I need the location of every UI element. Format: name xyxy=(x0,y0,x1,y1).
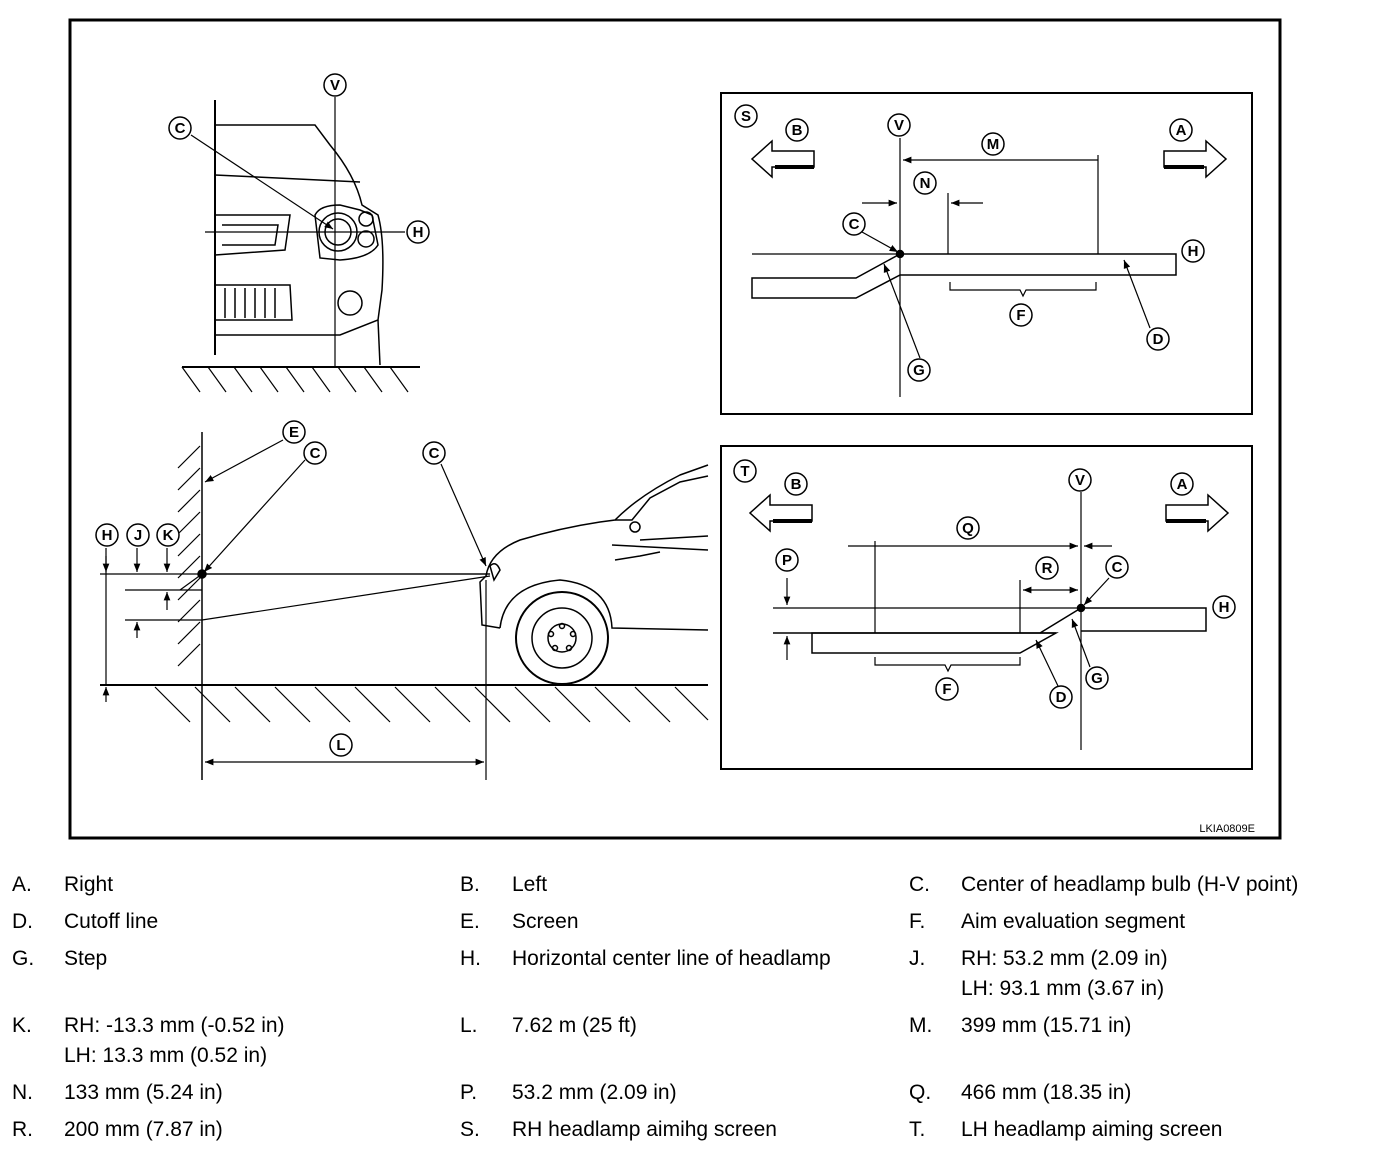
legend-text: 399 mm (15.71 in) xyxy=(961,1014,1132,1037)
label-c: C xyxy=(310,445,321,462)
legend-text: Cutoff line xyxy=(64,910,159,933)
label-p: P xyxy=(782,552,792,569)
label-s: S xyxy=(741,108,751,125)
headlamp-aiming-figure: V C H xyxy=(68,18,1282,840)
lh-aiming-screen-panel xyxy=(720,445,1253,770)
label-m: M xyxy=(987,136,1000,153)
label-l: L xyxy=(336,737,345,754)
legend-text: 7.62 m (25 ft) xyxy=(512,1014,637,1037)
label-n: N xyxy=(920,175,931,192)
legend-letter: E. xyxy=(460,910,480,933)
label-r: R xyxy=(1042,560,1053,577)
legend-letter: H. xyxy=(460,947,481,970)
figure-code: LKIA0809E xyxy=(1199,823,1255,835)
label-j: J xyxy=(134,527,142,544)
label-c: C xyxy=(1112,559,1123,576)
label-v: V xyxy=(330,77,340,94)
label-h: H xyxy=(1219,599,1230,616)
legend-text: 200 mm (7.87 in) xyxy=(64,1118,223,1141)
legend-letter: S. xyxy=(460,1118,480,1141)
legend-letter: P. xyxy=(460,1081,478,1104)
legend-text: RH headlamp aimihg screen xyxy=(512,1118,777,1141)
label-k: K xyxy=(163,527,174,544)
label-b: B xyxy=(791,476,802,493)
label-v: V xyxy=(894,117,904,134)
legend-letter: D. xyxy=(12,910,33,933)
legend-letter: K. xyxy=(12,1014,32,1037)
label-a: A xyxy=(1177,476,1188,493)
legend-text: 53.2 mm (2.09 in) xyxy=(512,1081,677,1104)
label-f: F xyxy=(1016,307,1025,324)
label-h: H xyxy=(413,224,424,241)
legend-letter: N. xyxy=(12,1081,33,1104)
label-a: A xyxy=(1176,122,1187,139)
legend-letter: L. xyxy=(460,1014,478,1037)
label-h: H xyxy=(102,527,113,544)
side-view-setup xyxy=(100,432,709,780)
legend-text: 133 mm (5.24 in) xyxy=(64,1081,223,1104)
rh-aiming-screen-panel xyxy=(720,92,1253,415)
legend-text: RH: 53.2 mm (2.09 in) LH: 93.1 mm (3.67 … xyxy=(961,947,1168,1000)
label-b: B xyxy=(792,122,803,139)
label-f: F xyxy=(942,681,951,698)
label-c: C xyxy=(429,445,440,462)
label-c: C xyxy=(175,120,186,137)
legend-letter: J. xyxy=(909,947,926,970)
legend-text: Right xyxy=(64,873,114,896)
legend-letter: B. xyxy=(460,873,480,896)
front-view-vehicle xyxy=(181,97,420,393)
label-q: Q xyxy=(962,520,974,537)
figure-frame xyxy=(68,18,1282,840)
rh-aiming-screen-callouts: S B V M A N C H F D G xyxy=(734,104,1205,382)
legend-text: RH: -13.3 mm (-0.52 in) LH: 13.3 mm (0.5… xyxy=(64,1014,285,1067)
legend-text: Center of headlamp bulb (H-V point) xyxy=(961,873,1299,896)
legend-letter: G. xyxy=(12,947,35,970)
legend-text: Horizontal center line of headlamp xyxy=(512,947,831,970)
legend-text: Screen xyxy=(512,910,579,933)
label-g: G xyxy=(913,362,925,379)
legend-letter: C. xyxy=(909,873,930,896)
legend-letter: F. xyxy=(909,910,926,933)
legend-letter: A. xyxy=(12,873,32,896)
label-d: D xyxy=(1153,331,1164,348)
figure-canvas: V C H xyxy=(68,18,1282,840)
legend-letter: T. xyxy=(909,1118,926,1141)
label-e: E xyxy=(289,424,299,441)
label-v: V xyxy=(1075,472,1085,489)
label-g: G xyxy=(1091,670,1103,687)
legend-letter: R. xyxy=(12,1118,33,1141)
side-view-callouts: E C C H J K L xyxy=(95,420,446,757)
legend-text: Step xyxy=(64,947,108,970)
legend-text: LH headlamp aiming screen xyxy=(961,1118,1223,1141)
label-d: D xyxy=(1056,689,1067,706)
legend-text: Aim evaluation segment xyxy=(961,910,1186,933)
label-t: T xyxy=(740,463,749,480)
front-view-callouts: V C H xyxy=(168,73,430,244)
legend-letter: M. xyxy=(909,1014,933,1037)
label-c: C xyxy=(849,216,860,233)
legend-text: Left xyxy=(512,873,548,896)
legend-letter: Q. xyxy=(909,1081,932,1104)
label-h: H xyxy=(1188,243,1199,260)
legend-text: 466 mm (18.35 in) xyxy=(961,1081,1132,1104)
lh-aiming-screen-callouts: T B V A Q P R C H G F D xyxy=(733,459,1236,709)
